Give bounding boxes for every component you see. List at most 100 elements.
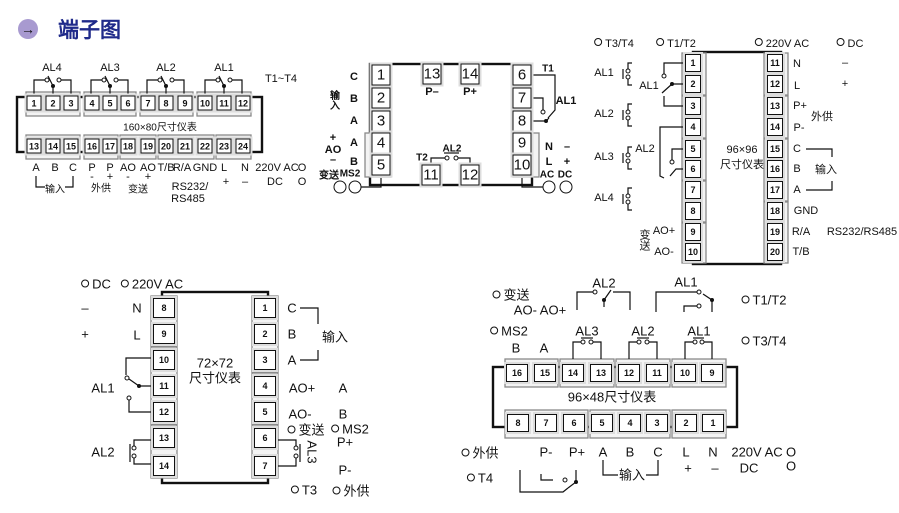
d5-label: 变送 xyxy=(492,285,529,304)
d5-terminal: 11 xyxy=(646,364,668,382)
d4-label: 输入 xyxy=(321,329,349,345)
d4-terminal: 14 xyxy=(153,456,175,476)
d1-label: AO xyxy=(120,162,136,174)
d4-label: 外供 xyxy=(332,481,369,500)
d5-label: AL2 xyxy=(631,323,655,339)
d4-label: AL1 xyxy=(91,380,115,396)
contact-dot xyxy=(669,159,675,165)
junction-dot xyxy=(164,84,168,88)
relay-wire xyxy=(627,187,632,194)
d5-terminal: 8 xyxy=(507,414,529,432)
d4-terminal: 11 xyxy=(153,376,175,396)
contact-dot xyxy=(661,73,667,79)
d1-terminal: 17 xyxy=(102,138,118,154)
d3-terminal: 14 xyxy=(767,118,783,136)
d3-label: DC xyxy=(837,38,864,50)
d5-label: C xyxy=(653,444,663,460)
junction-dot xyxy=(602,298,606,302)
d3-terminal: 9 xyxy=(685,223,701,241)
d3-label: RS232/RS485 xyxy=(826,226,898,238)
relay-wire xyxy=(627,62,632,69)
d1-label: L xyxy=(220,162,228,174)
d1-label: DC xyxy=(267,176,283,188)
contact-dot xyxy=(636,339,642,345)
d5-label: L xyxy=(682,444,690,460)
d1-label: + xyxy=(222,176,230,188)
contact-dot xyxy=(169,77,175,83)
d5-label: 96×48尺寸仪表 xyxy=(567,389,657,405)
d3-label: GND xyxy=(793,205,819,217)
contact-dot xyxy=(131,445,137,451)
relay-wire xyxy=(627,204,632,211)
d3-label: 尺寸仪表 xyxy=(720,159,764,171)
d2-label: T1 xyxy=(542,63,554,75)
relay-wire xyxy=(655,291,697,312)
d1-terminal: 21 xyxy=(177,138,193,154)
d4-label: 220V AC xyxy=(121,277,183,292)
d4-label: AL3 xyxy=(304,440,320,464)
d2-terminal: 13 xyxy=(422,63,442,85)
d2-terminal: 1 xyxy=(371,64,391,86)
contact-dot xyxy=(293,445,299,451)
d1-terminal: 10 xyxy=(197,95,213,111)
relay-wire xyxy=(128,400,155,413)
d4-terminal: 8 xyxy=(153,298,175,318)
d3-label: AL1 xyxy=(594,67,614,79)
junction-dot xyxy=(51,84,55,88)
d1-label: 220V AC xyxy=(255,162,299,174)
d5-label: B xyxy=(625,444,635,460)
d4-label: + xyxy=(81,326,89,342)
d4-label: 变送 xyxy=(287,420,324,439)
d4-label: N xyxy=(132,300,142,316)
d2-label: AL1 xyxy=(555,95,577,107)
d1-label: 外供 xyxy=(91,183,111,195)
d5-label: 输入 xyxy=(618,467,646,483)
relay-switch xyxy=(669,168,684,177)
d1-label: A xyxy=(32,162,40,174)
relay-wire xyxy=(133,458,155,465)
section-header: → 端子图 xyxy=(18,14,121,44)
d5-label: 外供 xyxy=(461,443,498,462)
d3-terminal: 20 xyxy=(767,243,783,261)
contact-dot xyxy=(696,303,702,309)
d3-terminal: 17 xyxy=(767,181,783,199)
d1-label: AL2 xyxy=(156,62,176,74)
contact-dot xyxy=(113,77,119,83)
relay-wire xyxy=(576,291,593,310)
contact-dot xyxy=(293,453,299,459)
d1-terminal: 12 xyxy=(235,95,251,111)
d3-label: – xyxy=(841,57,849,69)
d5-label: MS2 xyxy=(490,324,528,339)
d4-terminal: 7 xyxy=(254,456,276,476)
relay-wire xyxy=(90,79,104,95)
relay-wire xyxy=(627,163,632,170)
d4-terminal: 1 xyxy=(254,298,276,318)
input-bracket xyxy=(300,350,319,361)
d2-terminal: 3 xyxy=(371,110,391,132)
contact-dot xyxy=(696,289,702,295)
relay-wire xyxy=(659,126,684,179)
d3-label: 输入 xyxy=(815,164,837,176)
d5-label: AL1 xyxy=(674,274,698,290)
d3-label: AL4 xyxy=(594,192,614,204)
d1-terminal: 6 xyxy=(120,95,136,111)
d3-label: T/B xyxy=(792,246,810,258)
contact-dot xyxy=(562,477,568,483)
d2-label: P+ xyxy=(463,86,477,98)
input-bracket xyxy=(806,181,833,191)
terminal-ring-icon xyxy=(542,180,556,194)
d2-outline xyxy=(368,62,534,187)
d4-terminal: 9 xyxy=(153,324,175,344)
d1-label: + xyxy=(144,171,152,183)
contact-dot xyxy=(227,77,233,83)
d5-label: T4 xyxy=(467,471,493,486)
d1-label: GND xyxy=(192,162,218,174)
relay-wire xyxy=(230,79,243,95)
junction-dot xyxy=(108,84,112,88)
d5-label: + xyxy=(684,460,692,476)
relay-wire xyxy=(172,79,185,95)
contact-dot xyxy=(215,77,221,83)
d2-label: T2 xyxy=(416,152,428,164)
d1-terminal: 2 xyxy=(45,95,61,111)
d5-label: T1/T2 xyxy=(742,293,787,308)
